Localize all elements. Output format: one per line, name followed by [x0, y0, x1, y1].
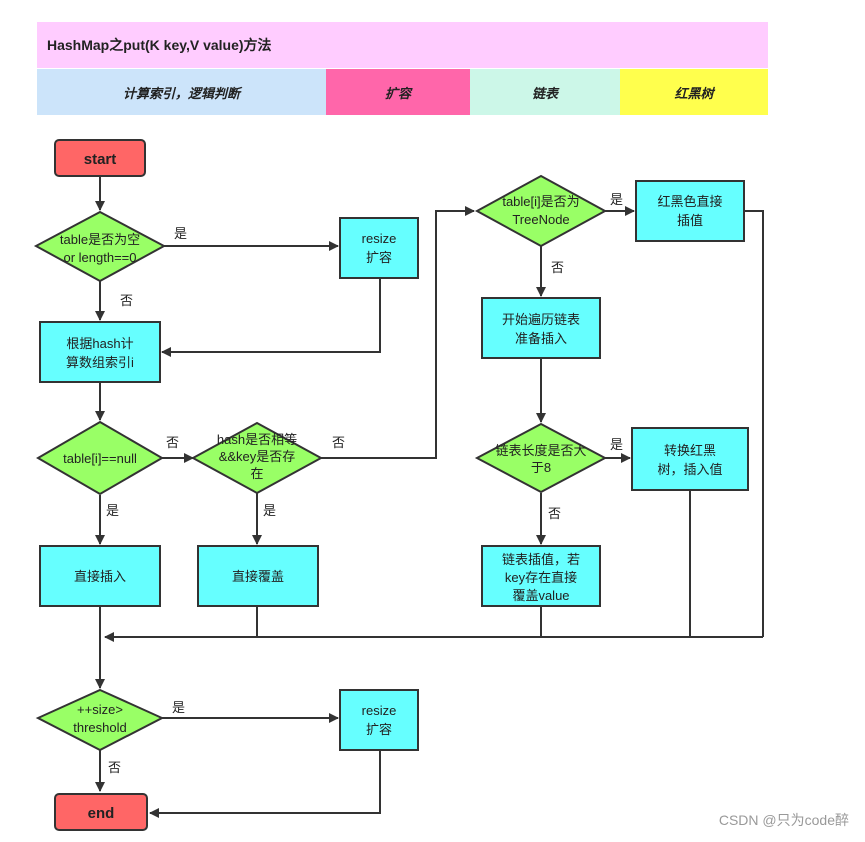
decision-len8-line2: 于8 — [531, 460, 551, 475]
legend-red-black-tree: 红黑树 — [620, 69, 768, 115]
decision-threshold-line1: ++size> — [77, 702, 123, 717]
to-rbtree-line2: 树，插入值 — [657, 462, 722, 477]
diagram-title: HashMap之put(K key,V value)方法 — [37, 22, 768, 68]
list-insert-line1: 链表插值，若 — [502, 552, 580, 567]
label-no-treenode: 否 — [551, 260, 564, 275]
to-rbtree-line1: 转换红黑 — [664, 443, 716, 458]
list-insert-box — [481, 545, 601, 607]
label-no-key: 否 — [332, 435, 345, 450]
label-yes-empty: 是 — [174, 226, 187, 241]
edge-rb-down — [744, 210, 764, 637]
traverse-line1: 开始遍历链表 — [502, 312, 580, 327]
start-label: start — [84, 151, 117, 168]
list-insert-line2: key存在直接 — [505, 570, 577, 585]
rb-insert-line2: 插值 — [677, 213, 703, 228]
edges — [95, 177, 764, 818]
resize1-line1: resize — [362, 231, 397, 246]
decision-key-line3: 在 — [250, 466, 263, 481]
insert-direct-box — [39, 545, 161, 607]
end-node — [54, 793, 148, 831]
overwrite-label: 直接覆盖 — [232, 569, 284, 584]
to-rbtree-box — [631, 427, 749, 491]
edge-resize2-to-end — [149, 750, 381, 818]
end-label: end — [88, 805, 115, 822]
resize1-line2: 扩容 — [366, 250, 392, 265]
resize-box-2 — [339, 689, 419, 751]
label-no-threshold: 否 — [108, 760, 121, 775]
list-insert-line3: 覆盖value — [512, 588, 569, 603]
decision-treenode-line2: TreeNode — [512, 212, 569, 227]
label-yes-key: 是 — [263, 503, 276, 518]
calc-index-line1: 根据hash计 — [66, 336, 133, 351]
decision-len8-line1: 链表长度是否大 — [495, 443, 586, 458]
legend-index-logic: 计算索引，逻辑判断 — [37, 69, 326, 115]
edge-resize-to-calc — [161, 279, 381, 357]
label-no-null: 否 — [166, 435, 179, 450]
label-no-empty: 否 — [120, 293, 133, 308]
rb-insert-line1: 红黑色直接 — [657, 194, 722, 209]
rb-insert-box — [635, 180, 745, 242]
label-yes-threshold: 是 — [172, 700, 185, 715]
label-yes-len8: 是 — [610, 437, 623, 452]
watermark: CSDN @只为code醉 — [718, 812, 849, 828]
legend-resize: 扩容 — [326, 69, 470, 115]
calc-index-line2: 算数组索引i — [66, 355, 134, 370]
resize-box-1 — [339, 217, 419, 279]
decision-threshold-line2: threshold — [73, 720, 126, 735]
resize2-line2: 扩容 — [366, 722, 392, 737]
traverse-list-box — [481, 297, 601, 359]
decision-empty — [33, 210, 167, 283]
label-yes-treenode: 是 — [610, 192, 623, 207]
legend-linked-list: 链表 — [470, 69, 620, 115]
decision-empty-line1: table是否为空 — [60, 232, 140, 247]
decision-key-line2: &&key是否存 — [219, 449, 296, 464]
decision-null-label: table[i]==null — [63, 451, 137, 466]
decision-treenode — [474, 174, 608, 248]
overwrite-box — [197, 545, 319, 607]
label-no-len8: 否 — [548, 506, 561, 521]
decision-threshold — [35, 688, 165, 752]
resize2-line1: resize — [362, 703, 397, 718]
calc-index-box — [39, 321, 161, 383]
decision-empty-line2: or length==0 — [63, 250, 136, 265]
label-yes-null: 是 — [106, 503, 119, 518]
traverse-line2: 准备插入 — [515, 331, 567, 346]
insert-direct-label: 直接插入 — [74, 569, 126, 584]
edge-key-no-treenode — [321, 206, 475, 459]
decision-length-8 — [474, 422, 608, 494]
decision-treenode-line1: table[i]是否为 — [502, 194, 579, 209]
decision-key-line1: hash是否相等 — [217, 432, 297, 447]
decision-key-exists — [190, 421, 324, 495]
start-node — [54, 139, 146, 177]
decision-null — [36, 420, 164, 496]
